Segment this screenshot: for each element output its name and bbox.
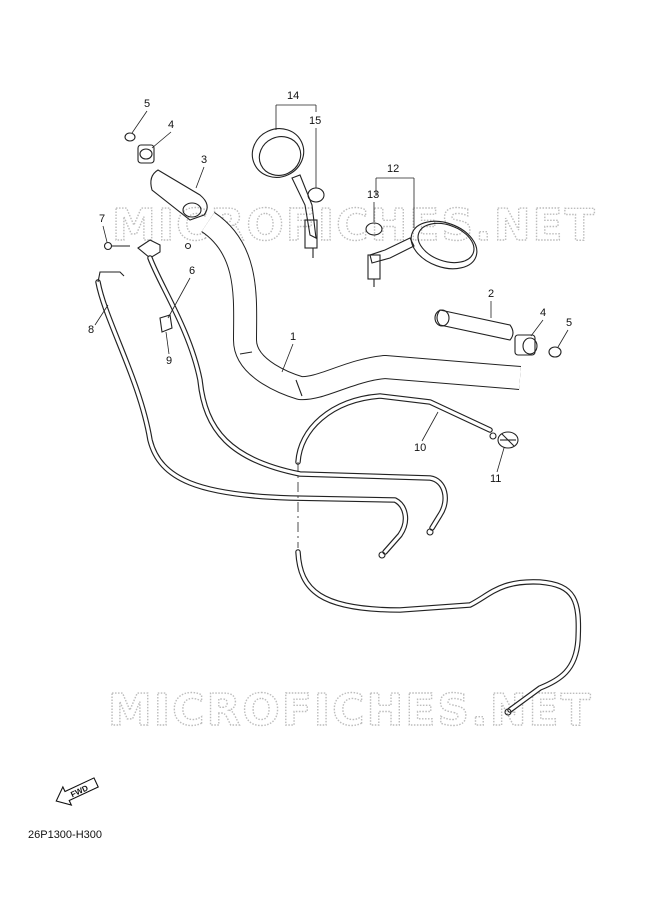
callout-5-right: 5 [566, 317, 572, 329]
left-mirror [251, 128, 318, 258]
left-grip [150, 169, 208, 221]
right-mirror [367, 220, 478, 287]
watermark-top: MICROFICHES.NET [112, 200, 597, 251]
right-bar-end-screw [548, 346, 562, 358]
callout-11: 11 [490, 473, 501, 485]
callout-15: 15 [309, 115, 321, 127]
right-grip [434, 309, 514, 341]
cable-10 [295, 393, 582, 716]
callout-13: 13 [367, 189, 379, 201]
callout-10: 10 [414, 442, 426, 454]
right-bar-end [514, 334, 538, 356]
callout-2: 2 [488, 288, 494, 300]
left-bar-end [137, 144, 155, 164]
callout-7: 7 [99, 213, 105, 225]
clutch-cable-8 [95, 271, 409, 559]
right-mirror-cap [365, 222, 383, 236]
callout-8: 8 [88, 324, 94, 336]
diagram-code: 26P1300-H300 [28, 829, 103, 841]
cable-adjuster [489, 431, 519, 449]
handlebar [200, 212, 521, 401]
callout-12: 12 [387, 163, 399, 175]
callout-3: 3 [201, 154, 207, 166]
callouts: 1 2 3 4 4 5 5 6 7 8 9 10 11 12 13 14 [88, 90, 572, 485]
fwd-arrow-icon: FWD [55, 777, 99, 806]
callout-4-right: 4 [540, 307, 546, 319]
fwd-label: FWD [69, 783, 90, 799]
cable-holder-bolt [103, 241, 192, 251]
cable-clamp [159, 314, 173, 333]
callout-1: 1 [290, 331, 296, 343]
callout-9: 9 [166, 355, 172, 367]
callout-5-left: 5 [144, 98, 150, 110]
callout-4-left: 4 [168, 119, 174, 131]
callout-14: 14 [287, 90, 299, 102]
throttle-cable-6 [147, 255, 448, 536]
watermark-bottom: MICROFICHES.NET [108, 685, 593, 736]
callout-6: 6 [189, 265, 195, 277]
left-bar-end-screw [124, 132, 136, 142]
